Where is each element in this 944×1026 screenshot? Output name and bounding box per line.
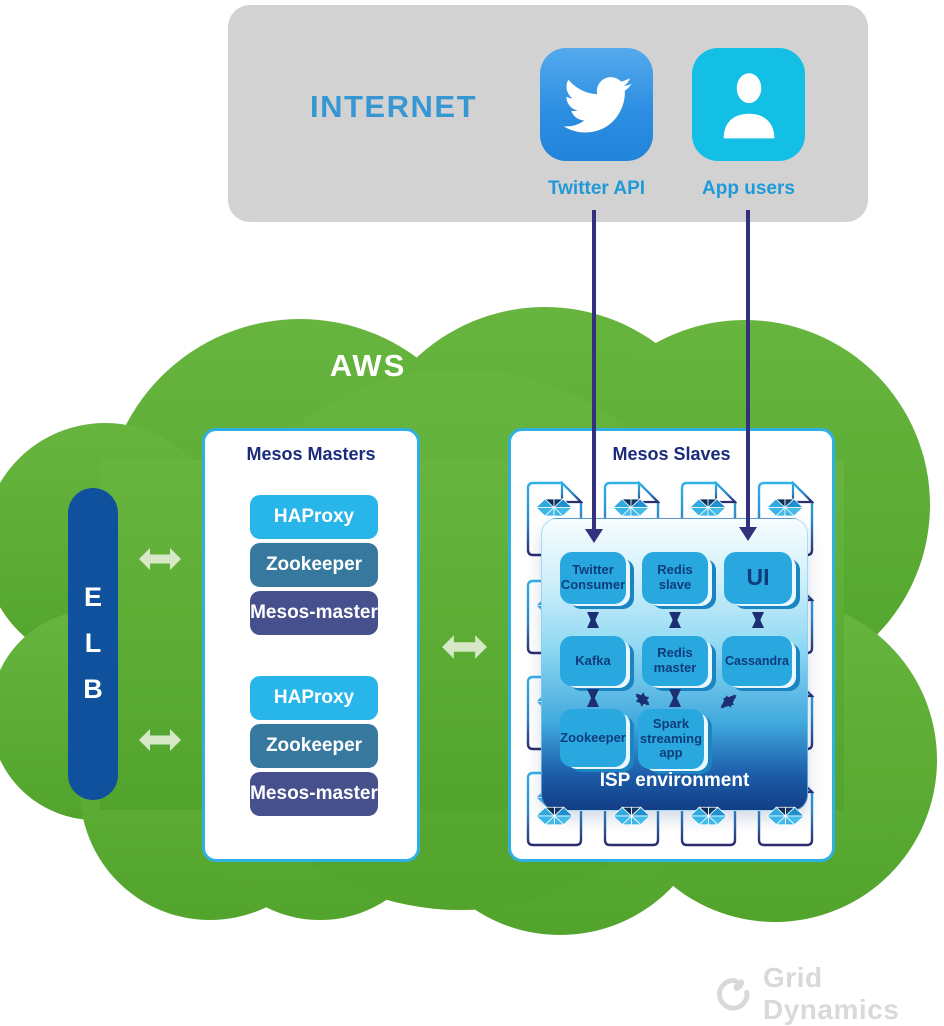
mesos-master-box: Mesos-master (250, 591, 378, 635)
grid-dynamics-wordmark: Grid Dynamics (763, 962, 900, 1025)
mesos-masters-title: Mesos Masters (246, 444, 376, 464)
app-users-connector-arrowhead (739, 527, 757, 541)
twitter-api-connector-arrowhead (585, 529, 603, 543)
internet-title: INTERNET (310, 89, 477, 124)
grid-dynamics-mark-icon (717, 978, 750, 1011)
isp-environment-label: ISP environment (599, 770, 750, 791)
zookeeper-slave-box: Zookeeper (560, 709, 626, 767)
aws-label: AWS (329, 348, 407, 383)
mesos-slaves-panel: Mesos Slaves Twitter Consumer Redis slav… (508, 428, 835, 862)
zookeeper-box: Zookeeper (250, 543, 378, 587)
twitter-api-connector-line (592, 210, 596, 530)
grid-dynamics-logo: Grid Dynamics (714, 962, 944, 1026)
elb-box: E L B (68, 488, 118, 800)
zookeeper-box: Zookeeper (250, 724, 378, 768)
app-users-label: App users (702, 178, 795, 199)
twitter-bird-icon (563, 76, 632, 132)
haproxy-box: HAProxy (250, 676, 378, 720)
mesos-logo-icon (690, 806, 727, 826)
isp-environment-box: Twitter Consumer Redis slave UI Kafka Re… (541, 518, 808, 811)
kafka-box: Kafka (560, 636, 626, 686)
twitter-api-label: Twitter API (547, 178, 646, 199)
twitter-consumer-box: Twitter Consumer (560, 552, 626, 604)
redis-master-box: Redis master (642, 636, 708, 686)
twitter-api-icon (540, 48, 653, 161)
app-users-icon (692, 48, 805, 161)
masters-slaves-arrow (442, 635, 487, 659)
internet-panel: INTERNET Twitter API App users (228, 5, 868, 222)
mesos-master-box: Mesos-master (250, 772, 378, 816)
elb-masters-arrow-bottom (139, 729, 181, 751)
redis-slave-box: Redis slave (642, 552, 708, 604)
elb-label: E L B (83, 582, 103, 704)
app-users-connector-line (746, 210, 750, 528)
mesos-logo-icon (536, 806, 573, 826)
cassandra-box: Cassandra (722, 636, 792, 686)
mesos-masters-panel: Mesos Masters HAProxy Zookeeper Mesos-ma… (202, 428, 420, 862)
mesos-logo-icon (767, 806, 804, 826)
person-icon (723, 72, 774, 138)
ui-box: UI (724, 552, 792, 604)
elb-masters-arrow-top (139, 548, 181, 570)
mesos-slaves-title: Mesos Slaves (612, 444, 731, 464)
spark-streaming-box: Spark streaming app (638, 709, 704, 769)
mesos-logo-icon (613, 806, 650, 826)
haproxy-box: HAProxy (250, 495, 378, 539)
